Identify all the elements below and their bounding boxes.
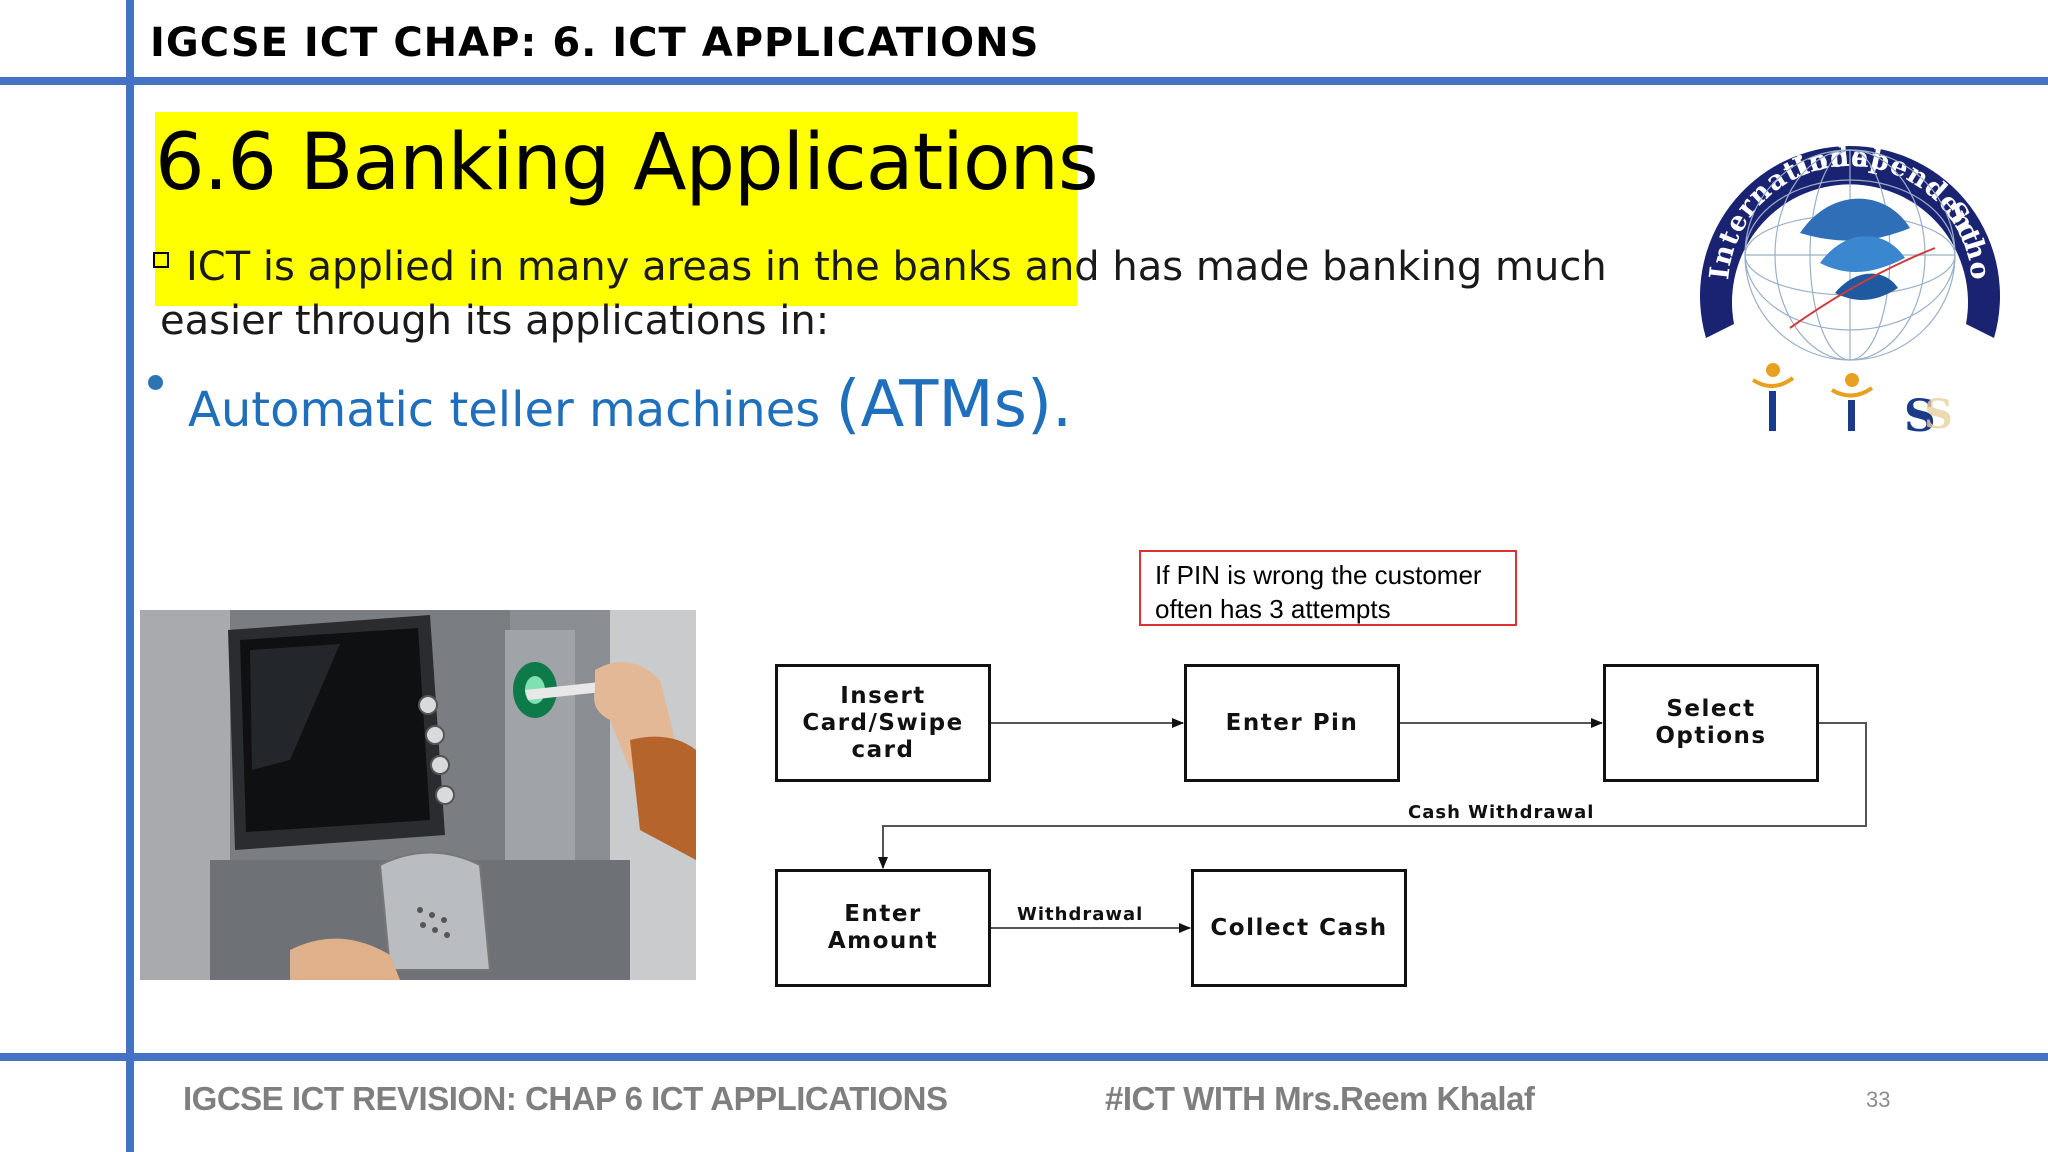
bullet-dot-icon bbox=[148, 375, 163, 390]
header-rule bbox=[0, 77, 2048, 85]
arrow-select-to-amount bbox=[878, 722, 1867, 869]
label-cash-withdrawal: Cash Withdrawal bbox=[1408, 802, 1595, 823]
footer-rule bbox=[0, 1053, 2048, 1061]
step-enter-pin: Enter Pin bbox=[1184, 664, 1400, 782]
step-enter-amount: Enter Amount bbox=[775, 869, 991, 987]
pin-note: If PIN is wrong the customer often has 3… bbox=[1139, 550, 1517, 626]
atm-bullet: Automatic teller machines (ATMs). bbox=[188, 368, 1072, 442]
footer-teacher: #ICT WITH Mrs.Reem Khalaf bbox=[1105, 1080, 1535, 1117]
intro-line-1: ICT is applied in many areas in the bank… bbox=[186, 244, 1607, 290]
page-number: 33 bbox=[1866, 1087, 1891, 1112]
label-withdrawal: Withdrawal bbox=[1017, 904, 1144, 925]
slide-header: IGCSE ICT CHAP: 6. ICT APPLICATIONS bbox=[150, 20, 1040, 66]
atm-bullet-acronym: (ATMs). bbox=[835, 368, 1073, 442]
slide-title: 6.6 Banking Applications bbox=[155, 118, 1099, 208]
logo-ring bbox=[1700, 146, 2000, 338]
title-highlight bbox=[155, 112, 1077, 306]
leaf-icon bbox=[1800, 198, 1910, 300]
checkbox-bullet-icon bbox=[153, 252, 169, 268]
step-insert-card: Insert Card/Swipe card bbox=[775, 664, 991, 782]
footer-course: IGCSE ICT REVISION: CHAP 6 ICT APPLICATI… bbox=[183, 1080, 948, 1117]
atm-photo bbox=[140, 610, 696, 980]
left-rule bbox=[126, 0, 134, 1152]
swoosh-line bbox=[1789, 247, 1936, 329]
step-select-options: Select Options bbox=[1603, 664, 1819, 782]
step-collect-cash: Collect Cash bbox=[1191, 869, 1407, 987]
svg-text:S: S bbox=[1924, 391, 1953, 438]
intro-line-2: easier through its applications in: bbox=[160, 298, 830, 344]
svg-text:S: S bbox=[1904, 391, 1936, 442]
initials-mark: S S bbox=[1751, 363, 1953, 442]
school-logo: International Independent Schools S S bbox=[1670, 88, 2000, 442]
atm-bullet-text: Automatic teller machines bbox=[188, 382, 836, 438]
